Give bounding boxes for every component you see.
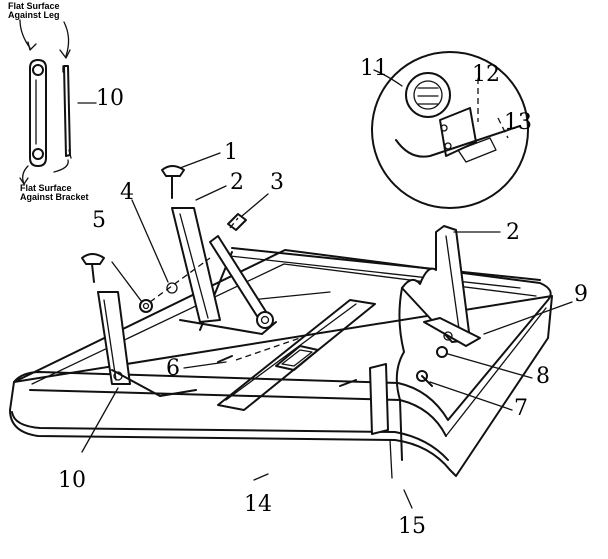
note-line: Against Leg	[8, 10, 60, 21]
left-leg-assembly	[81, 165, 357, 397]
note-line: Against Bracket	[20, 192, 89, 203]
callout-13: 13	[504, 110, 532, 135]
callout-2-right: 2	[506, 220, 520, 245]
detail-zoom-circle	[371, 51, 529, 209]
callout-3: 3	[270, 170, 284, 195]
callout-4: 4	[120, 180, 134, 205]
callout-5: 5	[92, 208, 106, 233]
callout-12: 12	[472, 62, 500, 87]
note-flat-surface-against-bracket: Flat Surface Against Bracket	[20, 183, 89, 203]
right-leg-assembly	[369, 225, 481, 435]
callout-10-inset: 10	[96, 86, 124, 111]
note-line: Flat Surface	[20, 183, 72, 193]
callout-1: 1	[224, 140, 238, 165]
brace-inset	[19, 19, 97, 185]
callout-9: 9	[574, 282, 588, 307]
callout-2-left: 2	[230, 170, 244, 195]
leader-lines	[81, 69, 573, 509]
note-line: Flat Surface	[8, 1, 60, 11]
callout-8: 8	[536, 364, 550, 389]
note-flat-surface-against-leg: Flat Surface Against Leg	[8, 1, 60, 21]
table-top	[9, 247, 553, 479]
callout-11: 11	[360, 56, 388, 81]
callout-14: 14	[244, 492, 272, 517]
callout-10-bottom: 10	[58, 468, 86, 493]
callout-7: 7	[514, 396, 528, 421]
callout-6: 6	[166, 356, 180, 381]
callout-15: 15	[398, 514, 426, 539]
